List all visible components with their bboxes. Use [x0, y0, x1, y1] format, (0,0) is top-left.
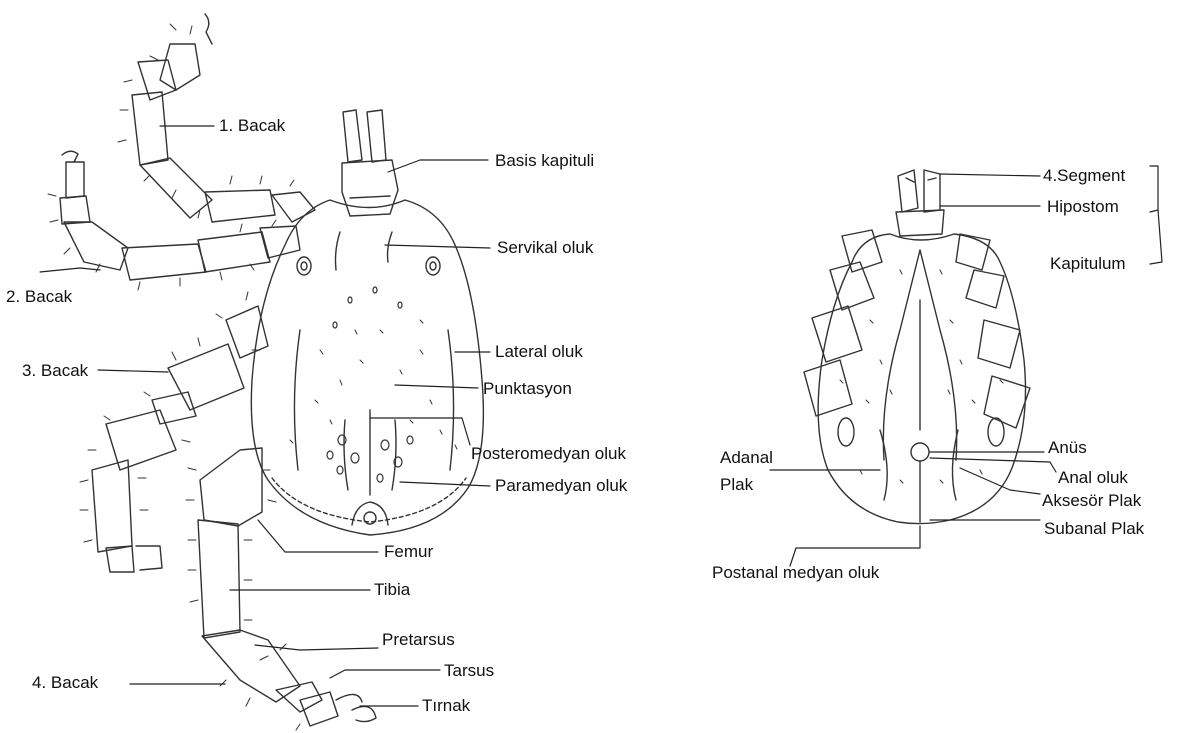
label-anus: Anüs: [1048, 438, 1087, 458]
label-hipostom: Hipostom: [1047, 197, 1119, 217]
label-leg-2: 2. Bacak: [6, 287, 72, 307]
label-posteromedyan-oluk: Posteromedyan oluk: [471, 444, 626, 464]
dorsal-leader-lines: [40, 126, 490, 706]
label-aksesor-plak: Aksesör Plak: [1042, 491, 1141, 511]
label-punktasyon: Punktasyon: [483, 379, 572, 399]
leg-3: [92, 306, 268, 572]
ventral-body: [818, 234, 1025, 524]
label-tibia: Tibia: [374, 580, 410, 600]
label-adanal-line1: Adanal: [720, 448, 773, 468]
label-lateral-oluk: Lateral oluk: [495, 342, 583, 362]
label-anal-oluk: Anal oluk: [1058, 468, 1128, 488]
label-basis-kapituli: Basis kapituli: [495, 151, 594, 171]
label-leg-4: 4. Bacak: [32, 673, 98, 693]
label-postanal-medyan-oluk: Postanal medyan oluk: [712, 563, 879, 583]
anus-mark: [911, 443, 929, 461]
label-paramedyan-oluk: Paramedyan oluk: [495, 476, 627, 496]
label-leg-3: 3. Bacak: [22, 361, 88, 381]
label-subanal-plak: Subanal Plak: [1044, 519, 1144, 539]
label-femur: Femur: [384, 542, 433, 562]
label-adanal-line2: Plak: [720, 475, 753, 495]
label-tirnak: Tırnak: [422, 696, 470, 716]
dorsal-capitulum: [342, 110, 398, 216]
label-4-segment: 4.Segment: [1043, 166, 1125, 186]
label-kapitulum: Kapitulum: [1050, 254, 1126, 274]
label-tarsus: Tarsus: [444, 661, 494, 681]
ventral-capitulum: [896, 170, 944, 236]
label-servikal-oluk: Servikal oluk: [497, 238, 593, 258]
label-pretarsus: Pretarsus: [382, 630, 455, 650]
label-leg-1: 1. Bacak: [219, 116, 285, 136]
